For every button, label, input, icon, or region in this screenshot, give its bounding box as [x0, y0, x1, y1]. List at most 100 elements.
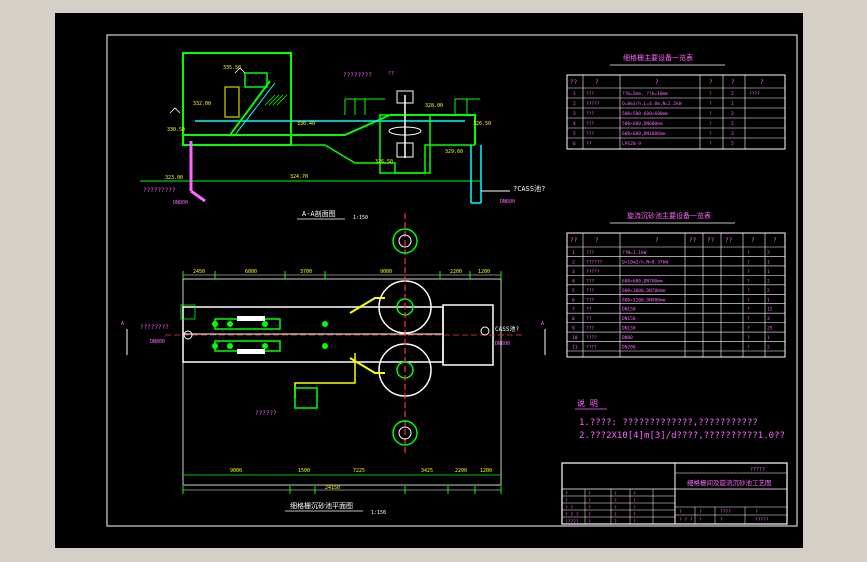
plan-inlet-size: DN800 [150, 339, 165, 345]
title-block-cell: ? ? [565, 505, 573, 511]
title-block-cell: ? [614, 498, 617, 504]
elev-d: 326.50 [375, 159, 393, 165]
table1-cell: 1 [573, 91, 576, 97]
top-dim-6: 1200 [478, 269, 490, 275]
table2-title: 旋流沉砂池主要设备一览表 [627, 211, 711, 220]
title-block-cell: ? [633, 498, 636, 504]
table1-cell: 3 [731, 131, 734, 137]
title-block-mid-cell: ? [699, 509, 702, 515]
table1-cell: ??? [586, 131, 594, 137]
top-dim-2: 6000 [245, 269, 257, 275]
t1-h5: ? [760, 79, 764, 86]
t1-h1: ? [595, 79, 599, 86]
table2-cell: ??? [586, 288, 594, 294]
bottom-dim-1: 9000 [230, 468, 242, 474]
table1-cell: ???? [749, 91, 760, 97]
elev-g: 326.50 [473, 121, 491, 127]
table2-cell: ? [747, 250, 750, 256]
t2-h2: ? [655, 237, 659, 244]
table2-cell: ?? [586, 316, 592, 322]
table1-cell: 2 [731, 121, 734, 127]
table2-cell: 600×1000,DN700mm [622, 288, 666, 294]
table2-cell: 1 [767, 259, 770, 265]
table2-cell: ? [747, 297, 750, 303]
table2-cell: 1 [767, 335, 770, 341]
title-block-cell: ? [614, 505, 617, 511]
table2-cell: Q=10m3/h,N=0.37kW [622, 259, 668, 265]
t1-h0: ?? [570, 79, 578, 86]
table2-cell: 800×1200,DN900mm [622, 297, 666, 303]
section-inlet-size: DN800 [173, 200, 188, 206]
table1-cell: 5 [573, 131, 576, 137]
notes-block: 说 明 1.????: ?????????????,??????????? 2.… [575, 398, 785, 441]
title-block-cell: ? [588, 505, 591, 511]
cad-drawing-canvas: 335.50 332.00 330.50 330.40 326.50 324.7… [55, 13, 803, 548]
table2-cell: 5 [572, 288, 575, 294]
table2-cell: ???? [586, 345, 597, 351]
table2-cell: 2 [767, 250, 770, 256]
plan-outlet-label: CASS池? [495, 325, 519, 333]
table2-cell: ??N=1.1kW [622, 250, 647, 256]
table2-cell: 25 [767, 326, 773, 332]
table2-cell: DN200 [622, 345, 636, 351]
table2-cell: DN150 [622, 307, 636, 313]
table1-cell: 500×500-600×600mm [622, 111, 668, 117]
top-dim-4: 9000 [380, 269, 392, 275]
table2-cell: DN80 [622, 335, 633, 341]
drawing-name: 细格栅间及旋流沉砂池工艺图 [687, 478, 772, 487]
title-block-cell: ? [633, 491, 636, 497]
table2-cell: 1 [572, 250, 575, 256]
elev-f: 328.00 [425, 103, 443, 109]
t2-h1: ? [595, 237, 599, 244]
table2-cell: ? [747, 316, 750, 322]
section-scale: 1:150 [353, 215, 368, 221]
table2-cell: ???? [586, 335, 597, 341]
table1-cell: ??b=5mm, ??b=10mm [622, 91, 668, 97]
section-title: A-A剖面图 [302, 209, 336, 218]
title-block-mid-cell: ? [755, 509, 758, 515]
table2-cell: ? [747, 278, 750, 284]
table2-cell: ? [747, 288, 750, 294]
section-equipment-label: ???????? [343, 72, 372, 79]
table1-cell: ? [709, 121, 712, 127]
title-block-cell: ? [633, 519, 636, 525]
table2-cell: ? [747, 345, 750, 351]
bottom-dim-2: 1500 [298, 468, 310, 474]
top-dim-1: 2450 [193, 269, 205, 275]
table2-cell: 1 [767, 297, 770, 303]
top-dim-3: 3700 [300, 269, 312, 275]
title-block-mid-cell: ? [720, 517, 723, 523]
table2-cell: ??? [586, 278, 594, 284]
table1-cell: 5 [731, 141, 734, 147]
notes-line-2: 2.???2X10[4]m[3]/d????,??????????1.0?? [579, 431, 785, 441]
elev-top: 335.50 [223, 65, 241, 71]
table1-cell: ?? [586, 141, 592, 147]
title-block-cell: ????? [565, 519, 579, 525]
table2-cell: ?? [586, 307, 592, 313]
table1-cell: 2 [573, 101, 576, 107]
drawing-no: ????? [750, 467, 765, 473]
title-block-cell: ? [565, 498, 568, 504]
table1-cell: ??? [586, 111, 594, 117]
title-block-cell: ? [565, 491, 568, 497]
table2-cell: 10 [572, 335, 578, 341]
section-view: 335.50 332.00 330.50 330.40 326.50 324.7… [140, 52, 545, 221]
title-block-cell: ? [588, 519, 591, 525]
table2-cell: 11 [572, 345, 578, 351]
table2-cell: ??? [586, 250, 594, 256]
title-block-cell: ? [633, 512, 636, 518]
table2-cell: ? [747, 269, 750, 275]
table1-cell: 4 [573, 121, 576, 127]
table1-cell: ? [709, 91, 712, 97]
drawing-frame [106, 34, 798, 527]
title-block-cell: ? [614, 491, 617, 497]
table2-cell: ??? [586, 297, 594, 303]
table2-cell: 4 [572, 278, 575, 284]
table1-cell: 2 [731, 91, 734, 97]
table1-cell: LPS20-9 [622, 141, 641, 147]
title-block-mid-cell: ? ? ? [679, 517, 693, 523]
bottom-dim-3: 7225 [353, 468, 365, 474]
plan-inlet-label: ???????? [140, 324, 169, 331]
title-block-cell: ? [614, 519, 617, 525]
table2-cell: ? [747, 335, 750, 341]
